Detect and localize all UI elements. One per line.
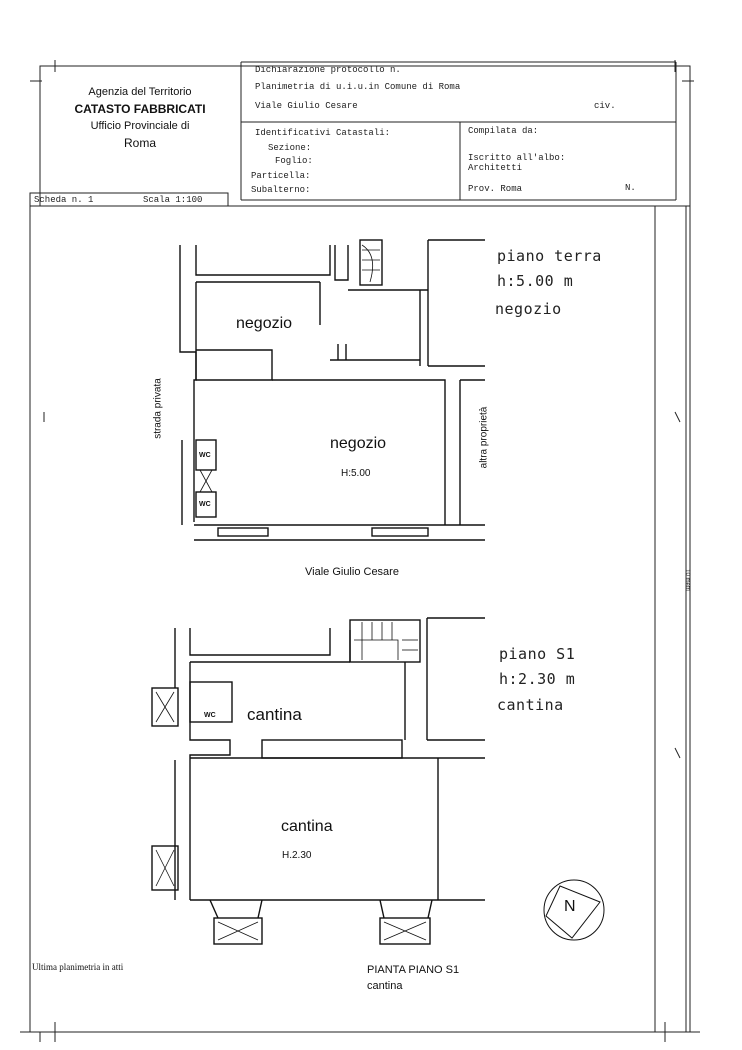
planimetria-label: Planimetria di u.i.u.in Comune di Roma — [255, 82, 461, 92]
scala-label: Scala 1:100 — [143, 195, 203, 205]
particella-label: Particella: — [251, 171, 311, 181]
ufficio-label: Ufficio Provinciale di — [90, 120, 190, 132]
plan-subcaption: cantina — [367, 980, 403, 992]
protocol-label: Dichiarazione protocollo n. — [255, 65, 401, 75]
room-label-negozio-1: negozio — [236, 315, 293, 332]
level-top-line1: piano terra — [497, 247, 602, 265]
subalterno-label: Subalterno: — [251, 185, 311, 195]
wc-label-bottom: WC — [204, 712, 216, 719]
address-label: Viale Giulio Cesare — [255, 101, 358, 111]
level-bottom-line3: cantina — [497, 696, 564, 714]
albo-label: Architetti — [468, 163, 523, 173]
prov-label: Prov. Roma — [468, 184, 523, 194]
strada-privata-label: strada privata — [152, 378, 164, 439]
city-label: Roma — [123, 136, 156, 150]
height-label-bottom: H.2.30 — [282, 850, 312, 861]
scale-bar-label: 10 metri — [684, 569, 690, 591]
plan-caption: PIANTA PIANO S1 — [367, 964, 460, 976]
n-label: N. — [625, 183, 636, 193]
civ-label: civ. — [594, 101, 616, 111]
agency-name: Agenzia del Territorio — [88, 86, 192, 98]
level-top-line3: negozio — [495, 300, 562, 318]
catasto-title: CATASTO FABBRICATI — [74, 102, 206, 116]
wc-label-1: WC — [199, 452, 211, 459]
level-bottom-line2: h:2.30 m — [499, 670, 576, 688]
wc-label-2: WC — [199, 501, 211, 508]
iscritto-label: Iscritto all'albo: — [468, 153, 566, 163]
foglio-label: Foglio: — [275, 156, 313, 166]
identificativi-label: Identificativi Catastali: — [255, 128, 391, 138]
altra-proprieta-label: altra proprietà — [478, 406, 490, 469]
north-arrow-icon: N — [564, 898, 576, 915]
height-label-top: H:5.00 — [341, 468, 371, 479]
level-bottom-line1: piano S1 — [499, 645, 576, 663]
street-label: Viale Giulio Cesare — [305, 566, 399, 578]
sezione-label: Sezione: — [268, 143, 312, 153]
level-top-line2: h:5.00 m — [497, 272, 574, 290]
compilata-label: Compilata da: — [468, 126, 539, 136]
room-label-cantina-2: cantina — [281, 818, 333, 835]
ultima-planimetria-label: Ultima planimetria in atti — [32, 962, 124, 972]
room-label-negozio-2: negozio — [330, 435, 387, 452]
room-label-cantina-1: cantina — [247, 705, 302, 724]
scheda-label: Scheda n. 1 — [34, 195, 94, 205]
